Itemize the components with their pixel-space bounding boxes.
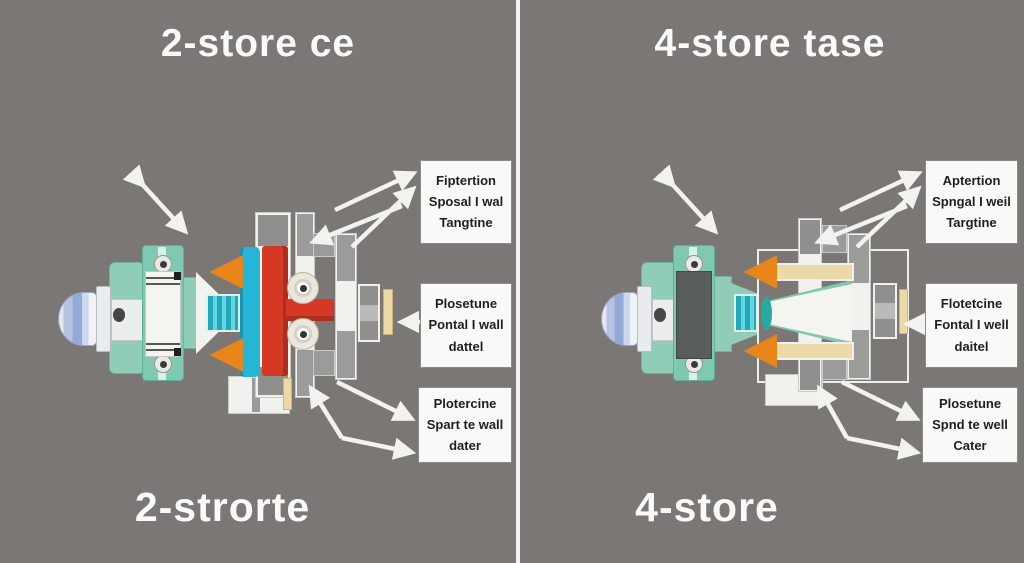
label-line: Plosetune — [434, 296, 498, 312]
right-electrode-dot — [654, 308, 666, 322]
right-rear-fill-bottom — [849, 330, 869, 378]
left-ribbed-shaft — [206, 294, 240, 332]
left-nozzle-neck — [183, 277, 198, 349]
left-cylinder-liner — [145, 271, 181, 357]
left-label3-arrow-icon — [341, 435, 417, 460]
left-label-box-middle: Plosetune Pontal I wall dattel — [420, 283, 512, 368]
right-double-arrow-icon — [652, 164, 719, 235]
left-port-plate — [383, 289, 393, 335]
left-ring-clip-bottom — [174, 348, 181, 356]
left-base-pin — [283, 378, 292, 410]
right-screw-bottom-center — [691, 361, 698, 368]
left-label3-pointer-icon — [308, 384, 344, 440]
label-line: Flotetcine — [940, 296, 1003, 312]
label-line: Targtine — [946, 215, 997, 231]
label-line: Fontal I well — [934, 317, 1009, 333]
right-valve-rod-bottom — [766, 342, 854, 360]
left-label1-arrow-icon — [350, 185, 417, 249]
left-housing-cap-top — [258, 215, 288, 246]
label-line: Spnd te well — [932, 416, 1008, 432]
label-line: daitel — [954, 338, 989, 354]
left-label1-arrow-icon — [334, 170, 418, 213]
right-label-box-top: Aptertion Spngal I weil Targtine — [925, 160, 1018, 244]
right-valve-lens — [761, 297, 772, 330]
left-rear-fill-bottom — [337, 331, 355, 378]
left-connecting-rod — [286, 299, 334, 321]
left-frame-block-bottom — [313, 350, 335, 376]
right-housing-cap-bottom — [800, 358, 820, 390]
right-screw-top-center — [691, 261, 698, 268]
right-label3-pointer-icon — [816, 384, 849, 440]
right-label1-arrow-icon — [839, 170, 923, 213]
label-line: Plosetune — [938, 395, 1002, 411]
left-panel-title: 2-store ce — [160, 22, 356, 65]
right-port-plate — [899, 289, 908, 334]
label-line: dater — [449, 438, 481, 454]
label-line: Spart te wall — [426, 416, 504, 432]
left-piston-ring — [146, 283, 180, 285]
left-housing-mid-fill-bottom — [297, 350, 313, 396]
left-plate-slot-bottom — [158, 366, 166, 380]
left-bearing-bottom-pin — [300, 331, 307, 338]
right-plate-slot-top — [689, 247, 697, 261]
right-spark-plug-tip — [601, 292, 639, 346]
left-spark-plug-tip — [58, 292, 98, 346]
label-line: Cater — [953, 438, 987, 454]
right-valve-rod-top — [766, 263, 854, 281]
right-plate-slot-bottom — [689, 366, 697, 380]
label-line: Plotercine — [433, 395, 497, 411]
left-screw-bottom-center — [160, 361, 167, 368]
left-piston — [262, 246, 288, 376]
left-piston-ring — [146, 277, 180, 279]
label-line: dattel — [448, 338, 484, 354]
left-shaft-block-band — [360, 305, 378, 321]
label-line: Tangtine — [439, 215, 493, 231]
left-label-box-bottom: Plotercine Spart te wall dater — [418, 387, 512, 463]
left-spark-plug-collar — [96, 286, 111, 352]
left-electrode-dot — [113, 308, 125, 322]
right-panel-caption: 4-store — [635, 484, 779, 530]
left-frame-block-top — [313, 233, 335, 257]
left-bearing-bottom — [287, 318, 319, 350]
right-frame-block-top — [822, 225, 847, 253]
left-double-arrow-icon — [122, 164, 189, 235]
left-panel-caption: 2-strorte — [134, 484, 311, 530]
right-ribbed-shaft — [734, 294, 758, 332]
right-flange — [714, 276, 732, 352]
label-line: Spngal I weil — [932, 193, 1011, 209]
label-line: Pontal I wall — [428, 317, 504, 333]
left-label-box-top: Fiptertion Sposal I wal Tangtine — [420, 160, 512, 244]
left-label3-arrow-icon — [336, 379, 416, 421]
right-label3-arrow-icon — [846, 435, 922, 460]
label-line: Sposal I wal — [428, 193, 504, 209]
left-flywheel-disc — [240, 247, 260, 377]
right-spark-plug-collar — [637, 286, 652, 352]
right-label-box-middle: Flotetcine Fontal I well daitel — [925, 283, 1018, 368]
left-piston-ring — [146, 343, 180, 345]
right-housing-cap-top — [800, 220, 820, 254]
label-line: Aptertion — [942, 172, 1001, 188]
left-bearing-top-pin — [300, 285, 307, 292]
left-housing-mid-fill-top — [297, 214, 313, 256]
right-label-box-bottom: Plosetune Spnd te well Cater — [922, 387, 1018, 463]
label-line: Fiptertion — [436, 172, 496, 188]
left-ring-clip-top — [174, 272, 181, 280]
right-crankcase-block — [676, 271, 712, 359]
panel-divider — [516, 0, 520, 563]
right-panel-title: 4-store tase — [654, 22, 886, 65]
left-rear-fill-top — [337, 235, 355, 281]
left-plate-slot-top — [158, 247, 166, 261]
right-shaft-block-band — [875, 303, 895, 319]
right-label3-arrow-icon — [841, 379, 921, 421]
left-screw-top-center — [160, 261, 167, 268]
left-piston-ring — [146, 349, 180, 351]
